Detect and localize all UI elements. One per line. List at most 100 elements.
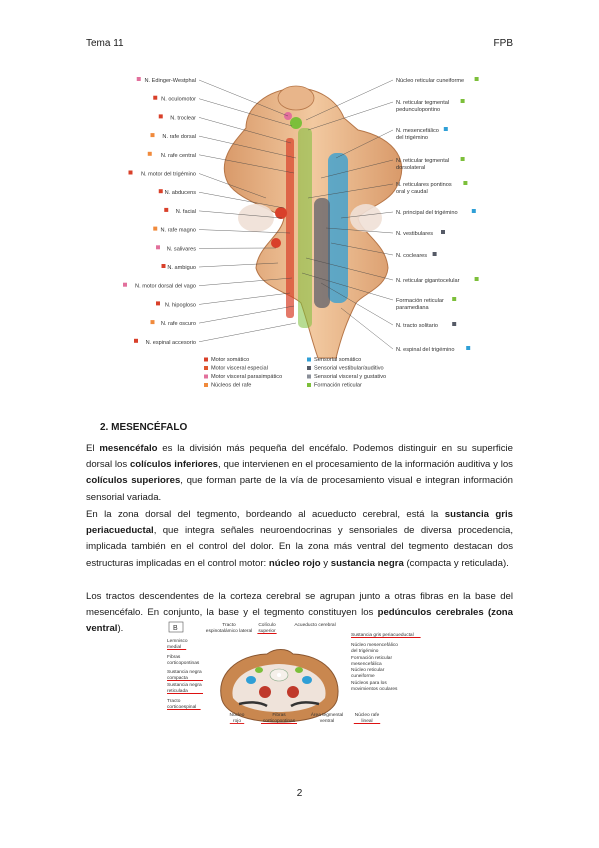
leader-line <box>307 101 394 131</box>
color-marker <box>432 252 437 256</box>
left-label: N. salivares <box>167 246 196 252</box>
legend-label: Sensorial vestibular/auditivo <box>314 366 384 372</box>
legend-label: Motor visceral parasimpático <box>211 374 282 380</box>
brainstem-illustration <box>223 85 403 359</box>
leader-line <box>320 282 394 326</box>
color-marker <box>443 127 448 131</box>
left-label: N. rafe dorsal <box>162 134 196 140</box>
leader-line <box>320 159 394 179</box>
header-right: FPB <box>493 38 513 49</box>
color-marker <box>466 346 471 350</box>
left-label: N. motor dorsal del vago <box>135 284 196 290</box>
legend-swatch <box>204 357 208 362</box>
color-marker <box>161 264 166 268</box>
leader-line <box>305 79 394 121</box>
section-labels: Tracto espinotalámico lateral Colículosupe… <box>167 622 421 724</box>
right-label: Núcleo reticular cuneiforme <box>396 78 464 84</box>
color-marker <box>150 320 155 325</box>
bottom-label: Núcleo rafe <box>355 712 380 718</box>
left-label: corticopontinas <box>167 660 200 666</box>
right-label: N. reticular tegmental <box>396 158 449 164</box>
legend-swatch <box>204 366 208 370</box>
color-marker <box>158 114 163 119</box>
leader-line <box>198 262 279 268</box>
leader-line <box>198 277 293 286</box>
right-label: N. mesencefálico <box>396 128 439 134</box>
legend-label: Formación reticular <box>314 383 362 389</box>
paragraph-1: El mesencéfalo es la división más pequeñ… <box>86 443 513 503</box>
leader-line <box>198 229 291 234</box>
leader-line <box>301 272 394 301</box>
legend-swatch <box>307 383 311 387</box>
color-marker <box>156 245 160 250</box>
legend-label: Motor visceral especial <box>211 366 268 372</box>
leader-line <box>198 117 292 144</box>
right-label: Formación reticular <box>396 298 444 304</box>
bottom-label: rojo <box>233 718 241 724</box>
left-label: reticulada <box>167 688 188 694</box>
left-label: N. espinal accesorio <box>146 340 196 346</box>
leader-line <box>198 322 297 342</box>
right-label: N. reticular tegmental <box>396 100 449 106</box>
left-label: N. rafe magno <box>161 228 196 234</box>
right-label: Sustancia gris periacueductal <box>351 632 414 638</box>
top-label: Colículo <box>258 622 276 628</box>
right-label: del trigémino <box>351 648 379 654</box>
color-marker <box>474 277 479 281</box>
legend-label: Motor somático <box>211 357 249 363</box>
leader-line <box>198 135 297 159</box>
left-label: compacta <box>167 675 188 681</box>
leader-line <box>305 257 394 281</box>
bottom-label: corticopontinas <box>263 718 296 724</box>
color-marker <box>153 226 158 231</box>
bottom-label: Fibras <box>272 712 286 718</box>
color-marker <box>147 151 152 156</box>
top-label: superior <box>258 628 276 634</box>
color-marker <box>441 230 445 234</box>
bottom-label: Área tegmental <box>311 711 344 718</box>
legend-swatch <box>204 383 208 387</box>
right-label: pedunculopontino <box>396 107 440 113</box>
left-label: N. facial <box>176 209 196 215</box>
color-marker <box>123 282 127 287</box>
color-marker <box>136 77 141 81</box>
right-label: Núcleo reticular <box>351 667 385 673</box>
bottom-label: lineal <box>361 718 372 724</box>
color-marker <box>471 209 476 213</box>
color-marker <box>452 297 457 301</box>
right-label: Núcleo mesencefálico <box>351 642 398 648</box>
leader-line <box>340 211 394 219</box>
leader-line <box>198 79 289 117</box>
left-label: N. abducens <box>165 190 197 196</box>
legend-label: Sensorial visceral y gustativo <box>314 374 386 380</box>
color-marker <box>158 189 163 194</box>
header-left: Tema 11 <box>86 38 124 49</box>
panel-letter-box <box>168 621 184 633</box>
top-label: espinotalámico lateral <box>206 628 252 634</box>
left-label: Tracto <box>167 698 181 704</box>
legend-swatch <box>307 366 311 370</box>
left-label: N. Edinger-Westphal <box>144 78 196 84</box>
leader-line <box>340 307 394 350</box>
legend-label: Sensorial somático <box>314 357 361 363</box>
color-marker <box>156 301 160 306</box>
left-label: corticoespinal <box>167 704 196 710</box>
legend-swatch <box>204 374 208 379</box>
leader-line <box>335 129 394 159</box>
color-marker <box>474 77 479 81</box>
leader-line <box>198 173 267 199</box>
right-label: del trigémino <box>396 135 428 141</box>
left-label: N. troclear <box>170 115 196 121</box>
right-label: cuneiforme <box>351 673 375 679</box>
right-label: paramediana <box>396 305 430 311</box>
color-marker <box>463 181 468 185</box>
left-label: medial <box>167 644 181 650</box>
page-number: 2 <box>296 788 303 799</box>
right-label: N. cocleares <box>396 253 427 259</box>
right-label: N. vestibulares <box>396 231 433 237</box>
legend-label: Núcleos del rafe <box>211 383 251 389</box>
bottom-label: ventral <box>320 718 334 724</box>
